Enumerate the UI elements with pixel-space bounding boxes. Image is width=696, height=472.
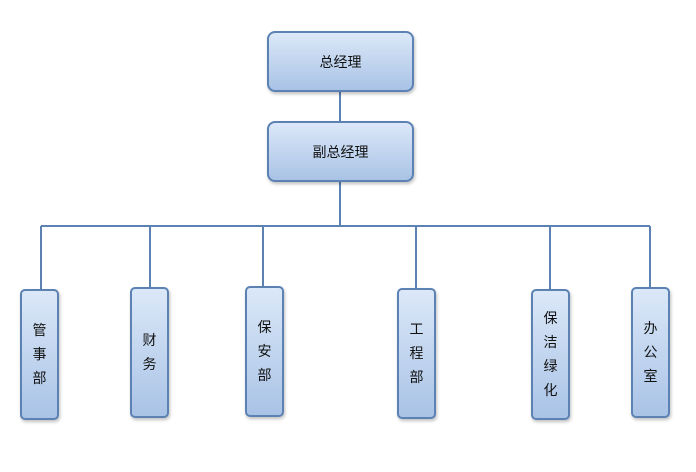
- node-dept-5: 保洁绿化: [531, 289, 570, 420]
- node-dept-4: 工程部: [397, 288, 436, 419]
- node-dept-1-label: 管事部: [32, 322, 47, 387]
- node-general-manager: 总经理: [267, 31, 414, 92]
- node-dept-2: 财务: [130, 287, 169, 418]
- node-dept-6-label: 办公室: [643, 320, 658, 385]
- node-dept-4-label: 工程部: [409, 321, 424, 386]
- node-deputy-general-manager-label: 副总经理: [312, 144, 369, 161]
- node-dept-3-label: 保安部: [257, 319, 272, 384]
- node-general-manager-label: 总经理: [319, 54, 362, 71]
- node-dept-6: 办公室: [631, 287, 670, 418]
- node-dept-5-label: 保洁绿化: [543, 310, 558, 399]
- node-dept-2-label: 财务: [142, 332, 157, 373]
- node-dept-1: 管事部: [20, 289, 59, 420]
- node-dept-3: 保安部: [245, 286, 284, 417]
- node-deputy-general-manager: 副总经理: [267, 121, 414, 182]
